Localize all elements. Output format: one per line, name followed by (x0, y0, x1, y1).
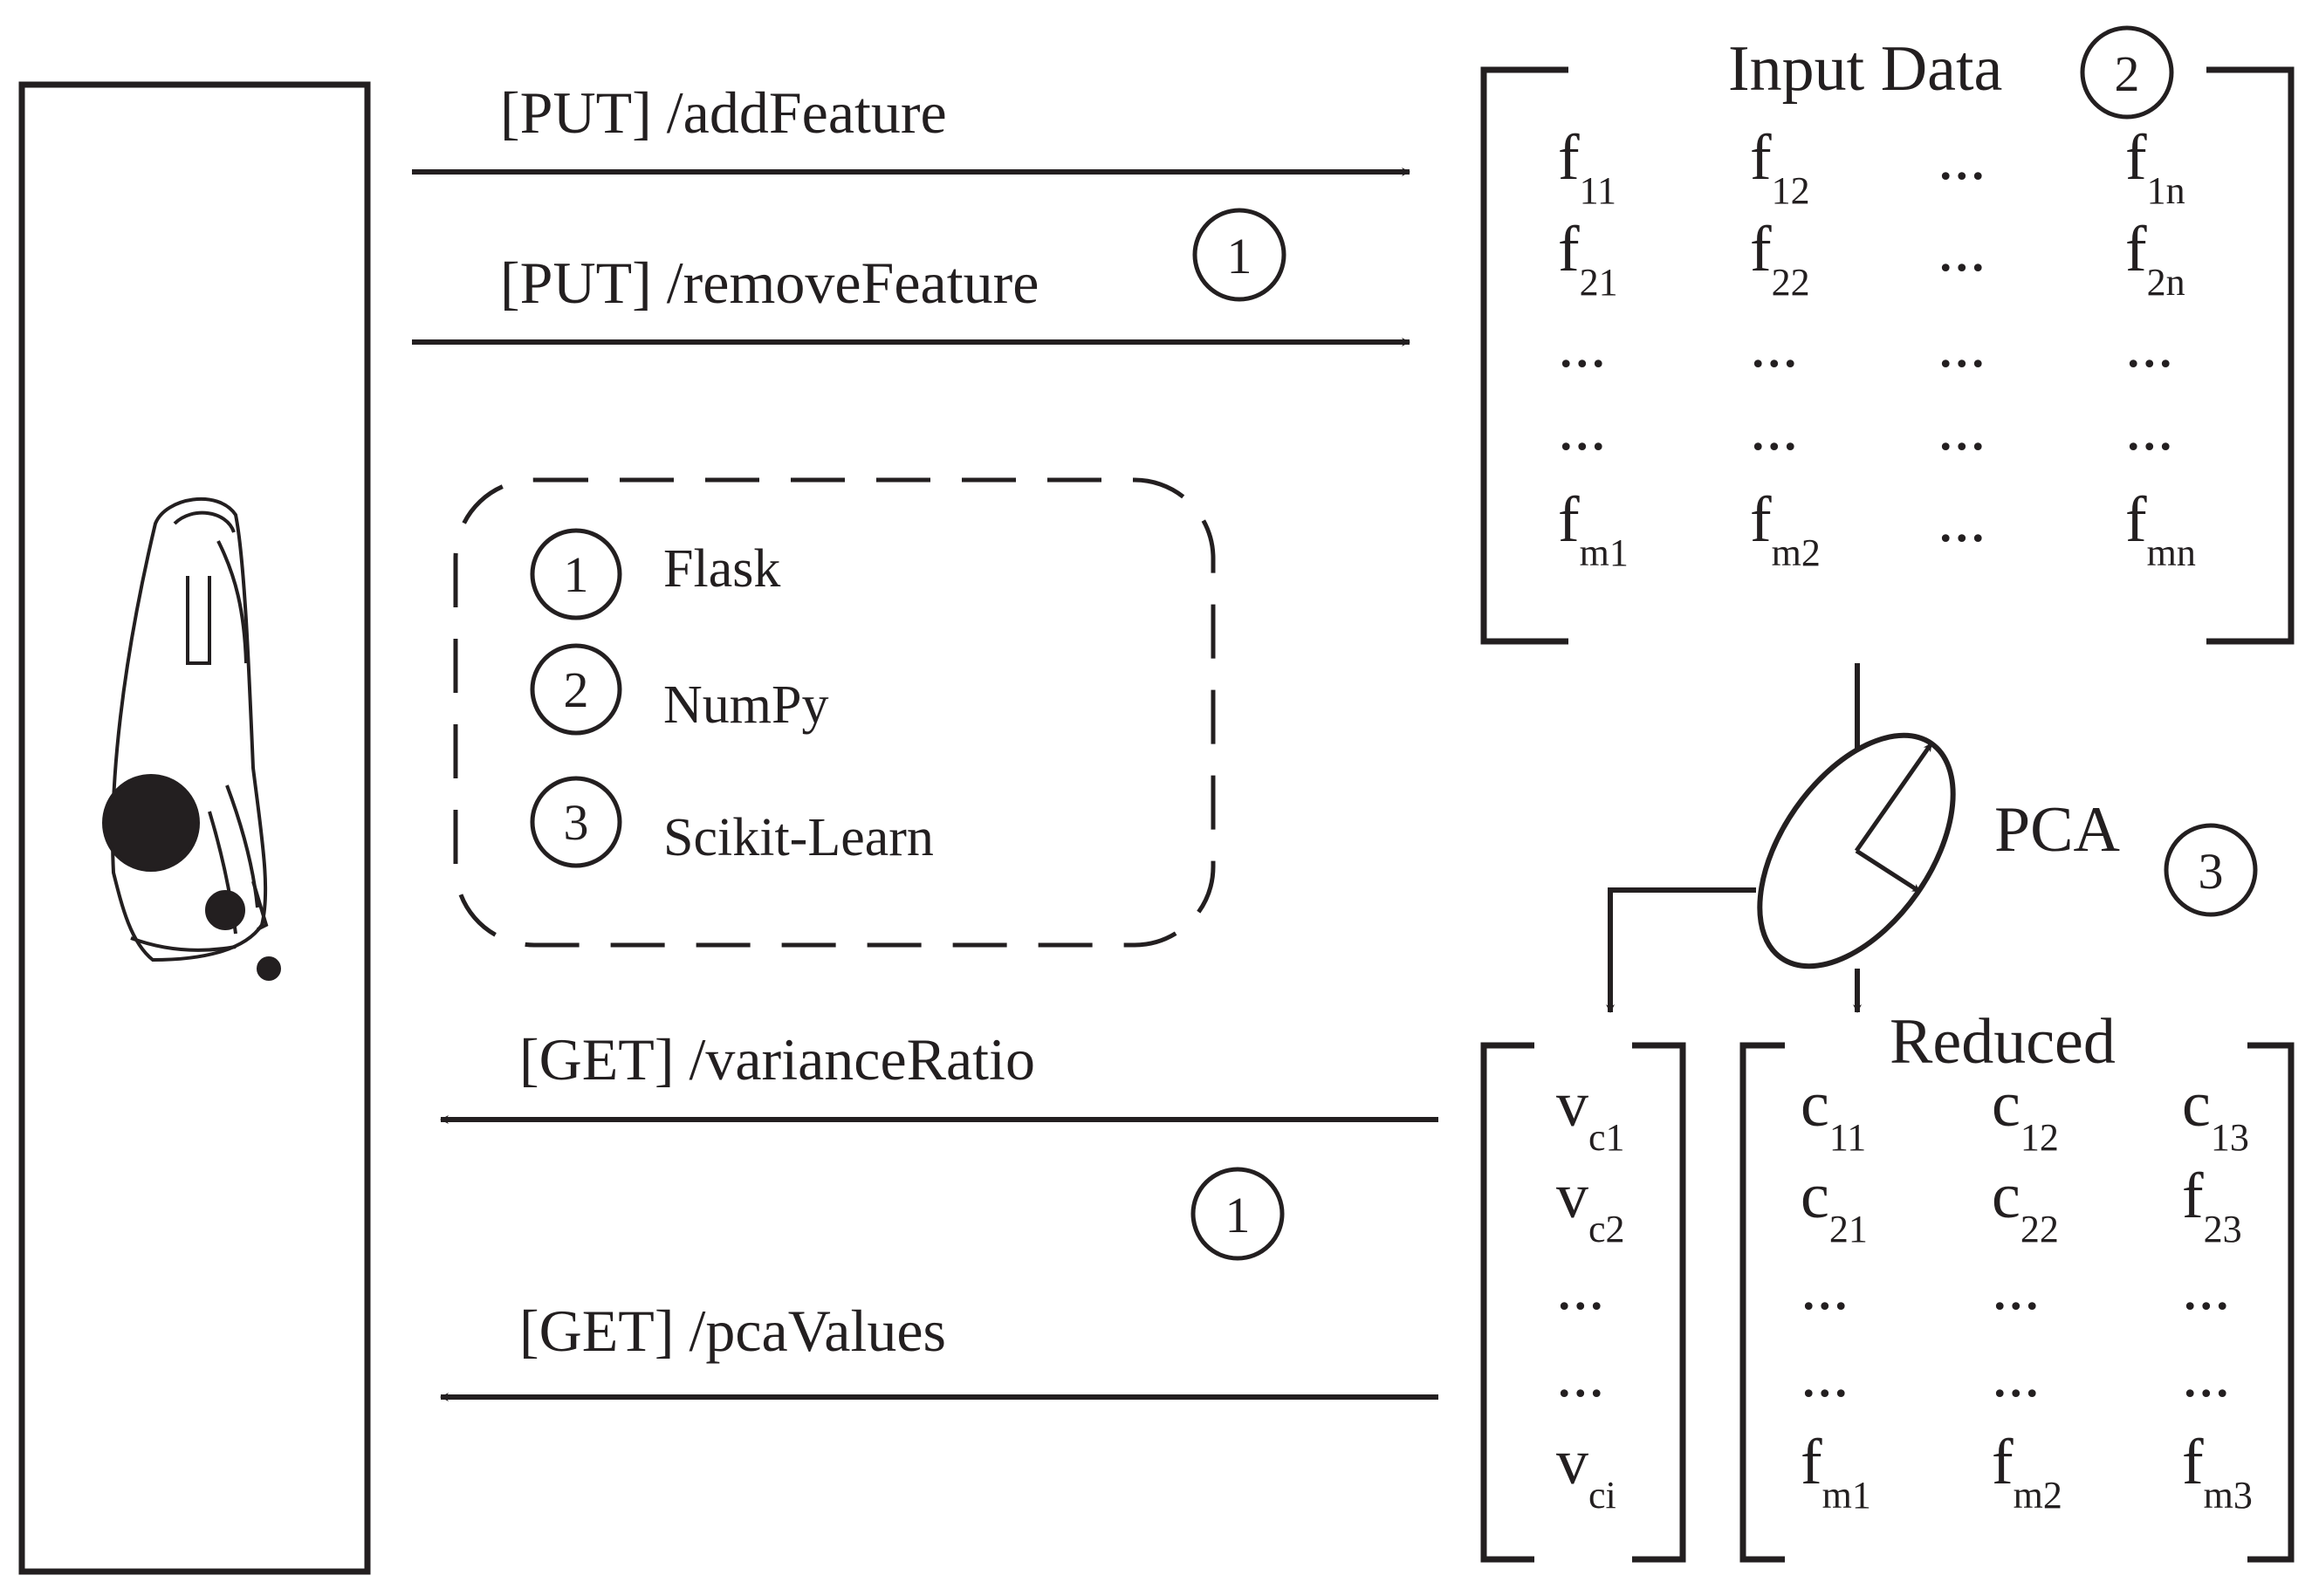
person-at-computer-icon (102, 497, 281, 981)
input-data-cell: ... (1750, 393, 1799, 464)
variance-ratio-cell: ... (1556, 1252, 1605, 1324)
reduced-cell: ... (2182, 1252, 2231, 1324)
legend-item-flask: 1 Flask (530, 528, 780, 620)
reduced-cell: fm3 (2182, 1427, 2253, 1517)
input-data-cell: ... (1938, 393, 1986, 464)
input-data-cell: f22 (1750, 214, 1810, 304)
scikit-learn-badge: 3 (2164, 823, 2258, 917)
variance-ratio-cell: vci (1556, 1427, 1616, 1517)
numpy-badge: 2 (2080, 25, 2174, 120)
pca-label: PCA (1994, 794, 2120, 866)
svg-text:1: 1 (1225, 1187, 1251, 1243)
variance-ratio-cell: vc1 (1556, 1069, 1625, 1159)
reduced-cell: c11 (1801, 1069, 1866, 1159)
pca-operation: PCA 3 (1606, 663, 2258, 1013)
pca-values-label: [GET] /pcaValues (519, 1298, 946, 1364)
flask-badge-response: 1 (1190, 1167, 1285, 1261)
input-data-cell: ... (1938, 122, 1986, 194)
reduced-cell: ... (2182, 1339, 2231, 1411)
input-data-cell: f2n (2125, 214, 2185, 304)
svg-text:1: 1 (1227, 228, 1252, 284)
input-data-cell: ... (2125, 310, 2174, 381)
svg-text:Flask: Flask (663, 539, 780, 599)
reduced-cell: c13 (2182, 1069, 2249, 1159)
reduced-cell: ... (1801, 1252, 1849, 1324)
variance-ratio-label: [GET] /varianceRatio (519, 1026, 1035, 1093)
remove-feature-label: [PUT] /removeFeature (500, 250, 1039, 316)
reduced-matrix: Reduced c11 c12 c13 c21 c22 f23..............… (1739, 1006, 2295, 1563)
input-data-cell: f1n (2125, 122, 2185, 212)
input-data-cell: f12 (1750, 122, 1810, 212)
input-data-cell: ... (2125, 393, 2174, 464)
reduced-title: Reduced (1890, 1006, 2116, 1078)
input-data-cell: ... (1750, 310, 1799, 381)
input-data-cell: ... (1558, 310, 1607, 381)
variance-ratio-cell: vc2 (1556, 1161, 1625, 1250)
svg-text:NumPy: NumPy (663, 675, 828, 735)
reduced-cell: f23 (2182, 1161, 2242, 1250)
client-box (18, 81, 371, 1575)
input-data-cell: f11 (1558, 122, 1616, 212)
svg-text:2: 2 (2115, 45, 2140, 102)
input-data-cell: ... (1938, 484, 1986, 556)
reduced-cell: ... (1801, 1339, 1849, 1411)
flask-badge-request: 1 (1192, 208, 1286, 302)
input-data-cell: ... (1558, 393, 1607, 464)
input-data-cell: fmn (2125, 484, 2196, 574)
legend-item-numpy: 2 NumPy (530, 643, 828, 736)
add-feature-label: [PUT] /addFeature (500, 79, 947, 146)
svg-text:3: 3 (564, 794, 589, 851)
reduced-cell: fm1 (1801, 1427, 1871, 1517)
input-data-cell: f21 (1558, 214, 1618, 304)
reduced-cell: fm2 (1992, 1427, 2062, 1517)
input-data-cell: fm2 (1750, 484, 1821, 574)
input-data-cell: ... (1938, 214, 1986, 285)
input-data-cell: ... (1938, 310, 1986, 381)
input-data-cell: fm1 (1558, 484, 1629, 574)
legend-item-scikit-learn: 3 Scikit-Learn (530, 776, 934, 868)
reduced-cell: c12 (1992, 1069, 2059, 1159)
svg-text:Scikit-Learn: Scikit-Learn (663, 808, 934, 867)
reduced-cell: c22 (1992, 1161, 2059, 1250)
variance-ratio-cell: ... (1556, 1339, 1605, 1411)
reduced-cell: ... (1992, 1339, 2041, 1411)
reduced-cell: ... (1992, 1252, 2041, 1324)
legend-box (453, 477, 1216, 948)
reduced-cell: c21 (1801, 1161, 1868, 1250)
input-data-matrix: Input Data 2 f11 f12... f1n f21 f22... f2n...… (1480, 25, 2295, 645)
input-data-title: Input Data (1728, 33, 2002, 105)
svg-text:1: 1 (564, 546, 589, 603)
svg-text:3: 3 (2199, 843, 2224, 900)
svg-text:2: 2 (564, 661, 589, 718)
